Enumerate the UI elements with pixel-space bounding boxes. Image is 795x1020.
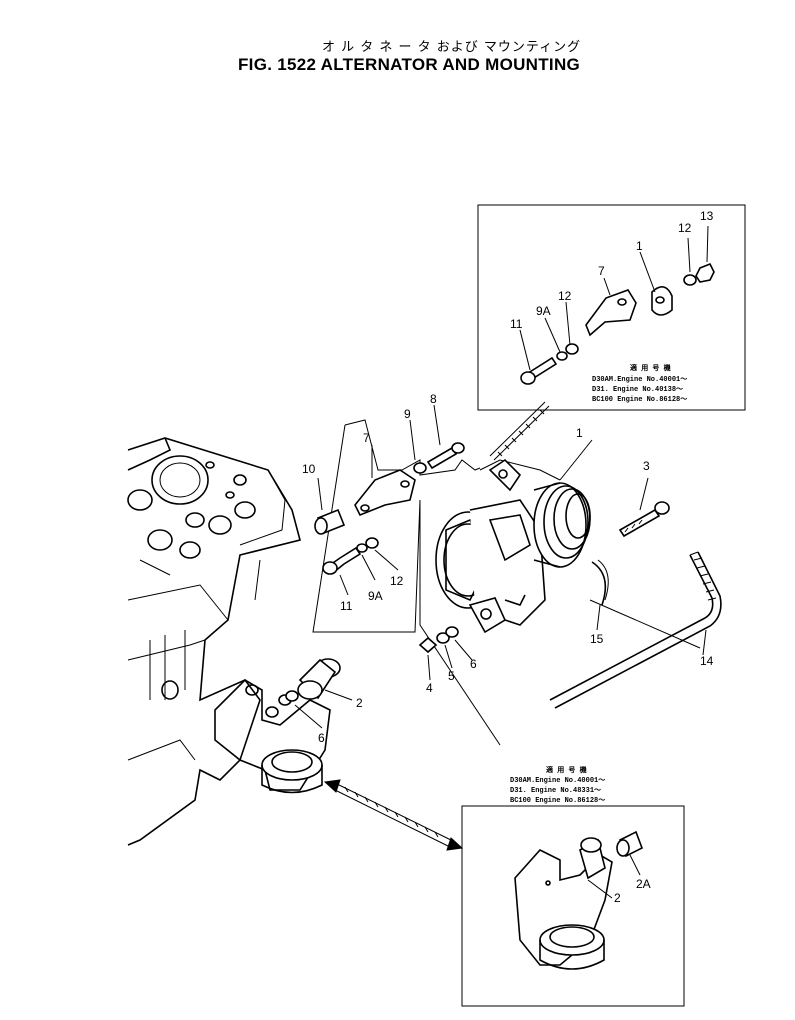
inset-bottom-row-1: D30AM.Engine No.40001～ [510, 777, 605, 785]
engine-block [127, 437, 301, 846]
bolt-8-washer-9 [413, 442, 465, 474]
callout-11: 11 [340, 599, 353, 613]
inset-bottom-callout-2a: 2A [636, 877, 651, 891]
callout-10: 10 [302, 462, 316, 476]
inset-top-callout-9a: 9A [536, 304, 551, 318]
v-belt-14 [549, 551, 722, 709]
callout-4: 4 [426, 681, 433, 695]
callout-1: 1 [576, 426, 583, 440]
callout-6: 6 [470, 657, 477, 671]
callout-8: 8 [430, 392, 437, 406]
bolt-3 [618, 501, 670, 538]
callout-9: 9 [404, 407, 411, 421]
bottom-inset-detail [461, 805, 685, 1007]
inset-top-callout-1: 1 [636, 239, 643, 253]
inset-bottom-applicability-heading: 適 用 号 機 [546, 765, 587, 775]
callout-14: 14 [700, 654, 714, 668]
top-inset-detail [477, 204, 746, 411]
leader-lines [294, 404, 707, 729]
part-15-clip [591, 559, 609, 606]
inset-top-callout-12a: 12 [558, 289, 572, 303]
alternator-1 [419, 458, 591, 746]
callout-5: 5 [448, 669, 455, 683]
callout-2: 2 [356, 696, 363, 710]
inset-top-callout-12b: 12 [678, 221, 692, 235]
top-inset-labels: 1 7 9A 11 12 12 13 適 用 号 機 D30AM.Engine … [510, 209, 714, 404]
nut-washers-4-5-6 [418, 626, 459, 654]
long-bolt-top [489, 401, 550, 461]
inset-top-row-1: D30AM.Engine No.40001～ [592, 376, 687, 384]
mounting-bracket-2 [214, 658, 341, 794]
title-japanese: オ ル タ ネ ー タ および マウンティング [322, 40, 582, 55]
title-english: FIG. 1522 ALTERNATOR AND MOUNTING [238, 55, 581, 74]
callout-3: 3 [643, 459, 650, 473]
inset-top-callout-13: 13 [700, 209, 714, 223]
bottom-inset-labels: 適 用 号 機 D30AM.Engine No.40001～ D31. Engi… [510, 765, 651, 905]
washer-6-bracket [278, 690, 299, 706]
inset-bottom-callout-2: 2 [614, 891, 621, 905]
callout-9a: 9A [368, 589, 383, 603]
callout-12: 12 [390, 574, 404, 588]
callout-7: 7 [363, 431, 370, 445]
arrow-to-bottom-inset [323, 779, 464, 851]
inset-top-callout-7: 7 [598, 264, 605, 278]
inset-top-row-3: BC100 Engine No.86128～ [592, 396, 687, 404]
inset-top-applicability-heading: 適 用 号 機 [630, 363, 671, 373]
callout-labels: 1 2 3 4 5 6 7 8 9 9A 10 11 12 14 15 6 [302, 392, 714, 745]
inset-bottom-row-3: BC100 Engine No.86128～ [510, 797, 605, 805]
inset-top-callout-11: 11 [510, 317, 523, 331]
callout-15: 15 [590, 632, 604, 646]
callout-6-bracket: 6 [318, 731, 325, 745]
inset-bottom-row-2: D31. Engine No.48331～ [510, 787, 601, 795]
inset-top-row-2: D31. Engine No.40138～ [592, 386, 683, 394]
